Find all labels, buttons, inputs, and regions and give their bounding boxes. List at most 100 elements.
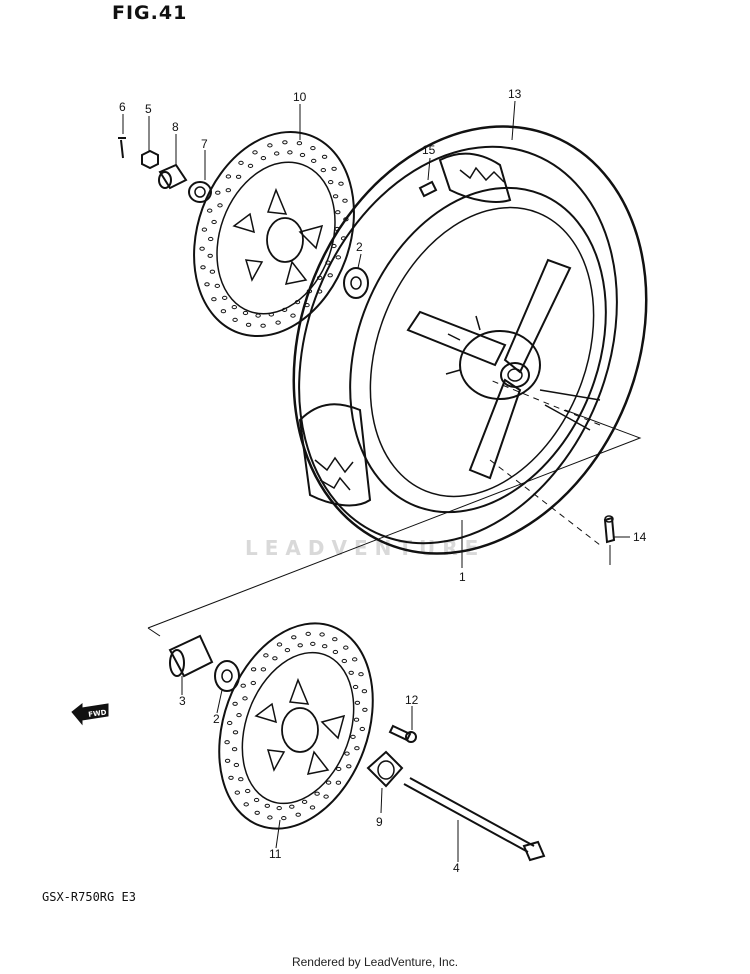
disc-hole (338, 181, 344, 186)
cotter-pin-6 (118, 137, 126, 159)
disc-hole (306, 289, 313, 294)
disc-hole (252, 150, 258, 155)
spacer-3 (168, 634, 214, 678)
disc-hole (331, 243, 337, 249)
disc-hole (328, 180, 334, 185)
disc-hole (238, 160, 244, 165)
fwd-label: FWD (88, 708, 107, 718)
disc-hole (348, 670, 354, 675)
disc-hole (290, 313, 296, 318)
leader-lines (122, 100, 642, 862)
disc-hole (294, 300, 301, 305)
disc-hole (346, 764, 352, 769)
disc-hole (358, 672, 364, 677)
disc-hole (250, 667, 257, 672)
disc-hole (224, 740, 230, 745)
callout-10: 10 (293, 90, 307, 104)
disc-hole (225, 188, 232, 193)
wheel-rim (349, 186, 607, 514)
watermark: LEADVENTURE (245, 536, 486, 560)
callout-7: 7 (201, 137, 208, 151)
bolt-12 (388, 724, 417, 743)
disc-hole (344, 751, 350, 756)
callout-2-upper: 2 (356, 240, 363, 254)
disc-hole (320, 168, 326, 173)
brake-disc-lower (218, 622, 374, 830)
disc-hole (208, 236, 214, 242)
disc-hole (282, 140, 288, 145)
disc-hole (250, 680, 257, 686)
disc-hole (245, 788, 251, 794)
disc-hole (291, 635, 297, 640)
disc-hole (296, 141, 303, 146)
bearing-2-upper (343, 267, 369, 299)
disc-hole (325, 260, 331, 265)
disc-hole (232, 730, 239, 735)
tire (292, 125, 648, 555)
disc-hole (235, 174, 242, 179)
disc-hole (225, 174, 232, 179)
disc-hole (317, 275, 323, 280)
disc-hole (310, 146, 316, 151)
callout-6: 6 (119, 100, 126, 114)
disc-hole (350, 734, 356, 740)
disc-hole (263, 653, 269, 658)
disc-hole (232, 317, 238, 322)
disc-hole (352, 657, 358, 662)
disc-hole (254, 810, 260, 815)
disc-hole (201, 227, 208, 232)
disc-hole (276, 642, 283, 647)
disc-hole (305, 631, 311, 637)
nut-5 (141, 149, 159, 170)
callout-3: 3 (179, 694, 186, 708)
disc-hole (242, 310, 249, 316)
disc-hole (331, 166, 337, 171)
collar-9 (366, 750, 404, 788)
figure-title: FIG.41 (112, 2, 188, 24)
callout-11: 11 (269, 847, 282, 861)
disc-hole (281, 307, 288, 312)
disc-hole (215, 190, 221, 195)
fwd-arrow-icon: FWD (71, 702, 109, 726)
disc-hole (314, 791, 320, 796)
disc-hole (238, 777, 244, 782)
valve-14 (603, 515, 616, 544)
disc-hole (231, 305, 238, 310)
disc-hole (275, 320, 281, 325)
disc-hole (311, 158, 317, 163)
disc-hole (222, 295, 228, 300)
disc-hole (335, 780, 342, 785)
disc-hole (299, 152, 306, 158)
disc-hole (236, 713, 242, 718)
callout-12: 12 (405, 693, 419, 707)
disc-hole (207, 253, 213, 258)
callout-9: 9 (376, 815, 383, 829)
callout-8: 8 (172, 120, 179, 134)
balancer-weight-15 (418, 180, 438, 198)
disc-hole (240, 683, 246, 688)
disc-hole (354, 700, 361, 705)
brake-disc-upper (193, 130, 355, 338)
disc-hole (319, 632, 325, 637)
disc-hole (245, 322, 252, 327)
disc-hole (199, 246, 205, 251)
disc-hole (276, 806, 282, 811)
disc-hole (327, 273, 333, 278)
disc-hole (232, 701, 238, 706)
callout-2-lower: 2 (213, 712, 220, 726)
disc-hole (264, 803, 270, 808)
disc-hole (217, 203, 223, 208)
disc-hole (332, 649, 339, 655)
callout-13: 13 (508, 87, 522, 101)
axle-4 (403, 777, 546, 862)
bearing-2-lower (214, 660, 240, 692)
footer-credit: Rendered by LeadVenture, Inc. (291, 955, 459, 969)
disc-hole (343, 217, 349, 222)
disc-hole (304, 303, 310, 308)
disc-hole (287, 150, 293, 155)
disc-hole (284, 648, 291, 653)
disc-hole (220, 309, 227, 314)
disc-hole (214, 283, 221, 288)
collar-8 (158, 163, 188, 190)
